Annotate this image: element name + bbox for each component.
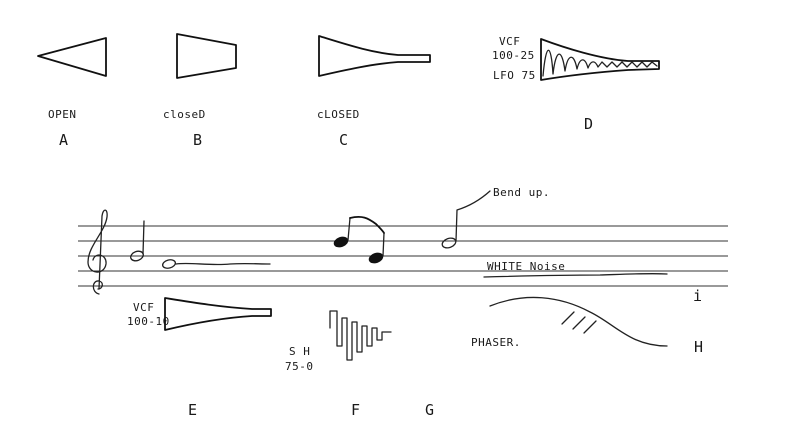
shape-e-vcf-label: VCF (133, 301, 154, 314)
shape-h-phaser-curve (489, 296, 668, 347)
shape-c-letter: C (339, 131, 348, 149)
shape-d-letter: D (584, 115, 593, 133)
note-sustain-tie (161, 259, 271, 269)
shape-f-letter: F (351, 401, 360, 419)
white-noise-label: WHITE Noise (487, 260, 565, 273)
shape-b-letter: B (193, 131, 202, 149)
section-i-letter: i (693, 287, 702, 305)
shape-d-vcf-label: VCF (499, 35, 520, 48)
shape-a-caption: OPEN (48, 108, 77, 121)
shape-c-caption: cLOSED (317, 108, 360, 121)
shape-b-closed-cone (176, 33, 237, 79)
shape-b-caption: closeD (163, 108, 206, 121)
note-first-half (130, 220, 145, 262)
shape-h-letter: H (694, 338, 703, 356)
shape-f-sample-hold (329, 310, 392, 361)
shape-d-lfo-label: LFO 75 (493, 69, 536, 82)
note-bend-up (441, 190, 491, 249)
shape-f-range: 75-0 (285, 360, 314, 373)
white-noise-line (483, 272, 668, 278)
shape-a-letter: A (59, 131, 68, 149)
shape-g-letter: G (425, 401, 434, 419)
shape-e-letter: E (188, 401, 197, 419)
shape-c-closed-horn (318, 35, 431, 77)
beamed-notes (333, 215, 385, 264)
shape-d-lfo-horn (540, 38, 660, 81)
phaser-label: PHASER. (471, 336, 521, 349)
treble-clef (87, 209, 108, 295)
music-staff (78, 225, 728, 287)
shape-e-vcf-horn (164, 297, 272, 331)
shape-e-vcf-range: 100-10 (127, 315, 170, 328)
shape-a-open-cone (37, 37, 107, 77)
shape-d-vcf-range: 100-25 (492, 49, 535, 62)
shape-f-sh-label: S H (289, 345, 310, 358)
bend-up-label: Bend up. (493, 186, 550, 199)
